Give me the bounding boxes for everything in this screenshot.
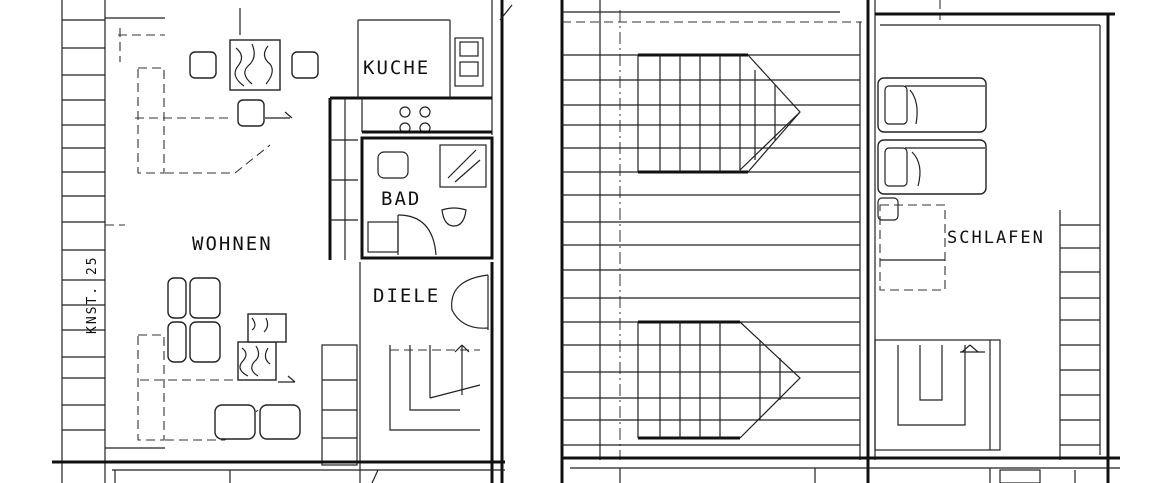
- left-hatching: [62, 19, 105, 431]
- bathroom: [360, 136, 494, 260]
- right-unit: [560, 0, 1120, 483]
- label-bad: BAD: [381, 188, 421, 210]
- side-table: [237, 313, 296, 383]
- stair-upper: [637, 53, 801, 174]
- stair-lower: [637, 320, 801, 440]
- beds: [877, 77, 987, 291]
- label-kuche: KUCHE: [363, 57, 430, 79]
- right-closet: [1059, 210, 1100, 460]
- right-stair: [874, 339, 1001, 451]
- left-unit: [52, 0, 513, 483]
- label-wohnen: WOHNEN: [192, 233, 273, 255]
- dining-table-top: [189, 8, 319, 127]
- label-diele: DIELE: [373, 285, 440, 307]
- diele-door: [359, 262, 494, 483]
- label-schlafen: SCHLAFEN: [947, 228, 1045, 248]
- kitchen: [328, 19, 492, 260]
- right-hatching: [562, 54, 860, 446]
- left-stair: [321, 344, 481, 466]
- armchairs: [167, 277, 301, 440]
- label-knst: KNST. 25: [85, 255, 100, 334]
